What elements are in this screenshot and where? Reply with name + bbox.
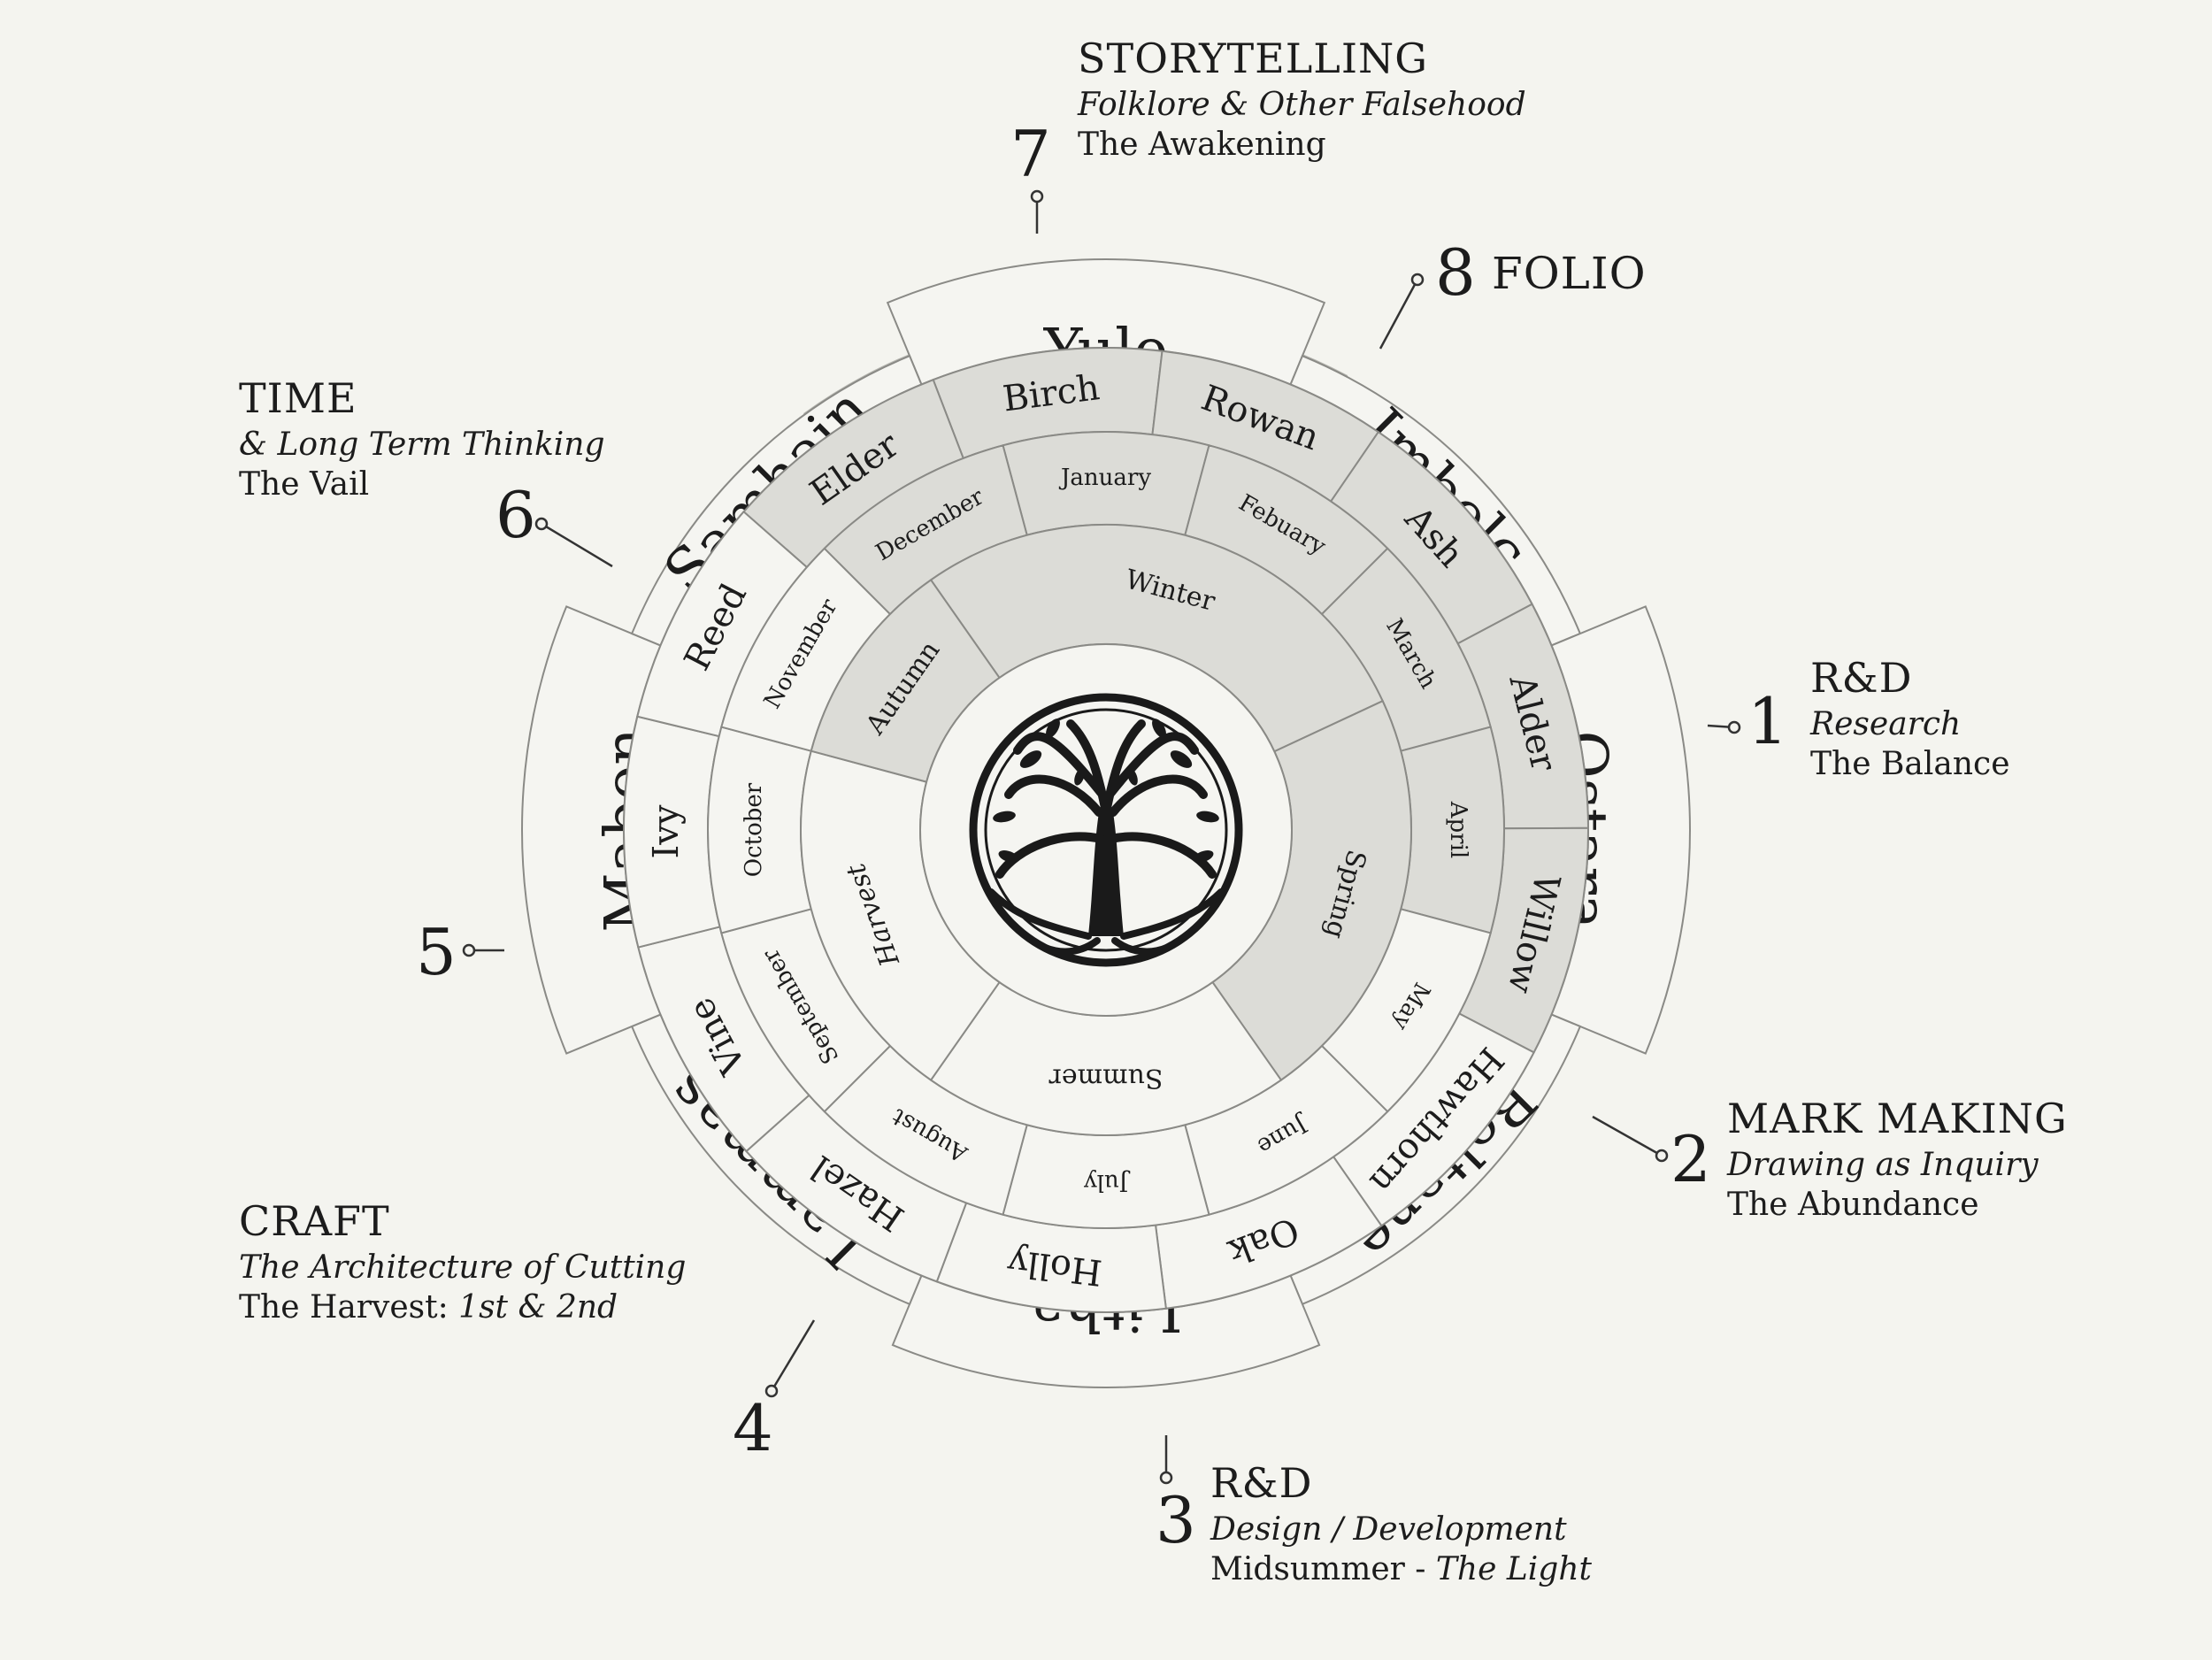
- callout-6-title: TIME: [239, 374, 357, 422]
- callout-6-leader: [541, 522, 613, 568]
- month-ring: JanuaryFebuaryMarchAprilMayJuneJulyAugus…: [706, 430, 1506, 1230]
- callout-4-theme-italic: 1st & 2nd: [458, 1288, 618, 1326]
- callout-6: TIME & Long Term Thinking The Vail: [239, 373, 605, 504]
- callout-2-dot: [1655, 1149, 1669, 1163]
- month-label-october: October: [741, 782, 767, 877]
- callout-3-number: 3: [1156, 1483, 1196, 1557]
- callout-8-title: FOLIO: [1492, 248, 1647, 299]
- callout-7-subtitle: Folklore & Other Falsehood: [1078, 86, 1526, 123]
- callout-4-dot: [764, 1384, 779, 1398]
- callout-2: MARK MAKING Drawing as Inquiry The Abund…: [1727, 1094, 2068, 1225]
- callout-4-leader: [770, 1319, 816, 1392]
- callout-1-theme: The Balance: [1810, 745, 2010, 782]
- callout-2-theme: The Abundance: [1727, 1186, 1979, 1223]
- callout-4-theme-main: The Harvest:: [239, 1288, 459, 1326]
- callout-3-dot: [1159, 1471, 1173, 1485]
- callout-6-subtitle: & Long Term Thinking: [239, 426, 605, 463]
- callout-1-title: R&D: [1810, 654, 1913, 702]
- callout-1-number: 1: [1747, 684, 1788, 758]
- callout-2-subtitle: Drawing as Inquiry: [1727, 1146, 2039, 1183]
- callout-4-subtitle: The Architecture of Cutting: [239, 1249, 687, 1286]
- month-label-april: April: [1445, 801, 1471, 858]
- callout-7-dot: [1030, 189, 1044, 204]
- callout-4: CRAFT The Architecture of Cutting The Ha…: [239, 1196, 686, 1327]
- tree-of-life-icon: [969, 693, 1243, 967]
- callout-3-theme: Midsummer - The Light: [1210, 1549, 1592, 1589]
- callout-2-number: 2: [1671, 1122, 1711, 1196]
- callout-1: R&D Research The Balance: [1810, 653, 2010, 784]
- callout-7-theme: The Awakening: [1078, 126, 1326, 163]
- callout-3-theme-main: Midsummer -: [1210, 1550, 1436, 1587]
- callout-6-theme: The Vail: [239, 465, 370, 503]
- tree-label-ivy: Ivy: [646, 804, 687, 859]
- callout-7: STORYTELLING Folklore & Other Falsehood …: [1078, 34, 1526, 165]
- callout-8-number: 8: [1435, 235, 1476, 310]
- callout-7-number: 7: [1010, 117, 1051, 191]
- callout-4-theme: The Harvest: 1st & 2nd: [239, 1287, 686, 1327]
- callout-5-number: 5: [416, 915, 457, 989]
- callout-5-dot: [462, 943, 476, 957]
- month-label-january: January: [1058, 465, 1151, 491]
- callout-4-title: CRAFT: [239, 1197, 390, 1245]
- callout-3: R&D Design / Development Midsummer - The…: [1210, 1458, 1592, 1589]
- callout-3-title: R&D: [1210, 1459, 1313, 1507]
- callout-8-leader: [1379, 279, 1419, 350]
- callout-7-title: STORYTELLING: [1078, 35, 1429, 82]
- callout-3-theme-italic: The Light: [1435, 1550, 1592, 1587]
- callout-leaders: [462, 189, 1741, 1485]
- callout-2-title: MARK MAKING: [1727, 1095, 2068, 1142]
- callout-6-number: 6: [495, 478, 536, 552]
- callout-6-dot: [534, 517, 549, 531]
- callout-2-leader: [1592, 1115, 1663, 1157]
- month-label-july: July: [1084, 1169, 1131, 1195]
- callout-1-dot: [1727, 720, 1741, 734]
- callout-1-subtitle: Research: [1810, 705, 1962, 742]
- callout-8-dot: [1410, 273, 1425, 287]
- center-circle-layer: [919, 643, 1293, 1017]
- callout-3-subtitle: Design / Development: [1210, 1510, 1567, 1548]
- season-label-summer: Summer: [1048, 1063, 1164, 1094]
- callout-4-number: 4: [733, 1391, 773, 1465]
